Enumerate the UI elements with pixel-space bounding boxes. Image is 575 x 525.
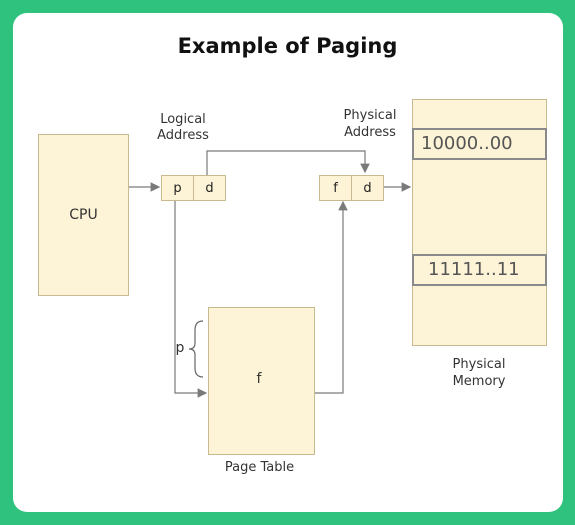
cpu-label: CPU <box>69 207 98 223</box>
page-index-brace <box>188 320 204 378</box>
page-table-box <box>208 307 315 455</box>
logical-offset-cell: d <box>193 175 226 201</box>
memory-last-frame: 11111..11 <box>412 254 547 286</box>
arrow-frame-to-physical <box>315 200 348 394</box>
logical-address-label-line2: Address <box>157 128 209 143</box>
physical-address-label-line1: Physical <box>343 108 397 123</box>
memory-last-address: 11111..11 <box>428 259 520 280</box>
memory-first-address: 10000..00 <box>421 133 513 154</box>
cpu-box <box>38 134 129 296</box>
physical-address-label-line2: Address <box>344 125 396 140</box>
diagram-title: Example of Paging <box>177 34 398 58</box>
logical-address-label-line1: Logical <box>160 112 206 127</box>
arrow-offset-copy <box>206 150 370 175</box>
arrow-page-to-table <box>174 200 208 398</box>
logical-page-cell: p <box>161 175 194 201</box>
physical-memory-label-line1: Physical <box>452 357 506 372</box>
physical-frame-cell: f <box>319 175 352 201</box>
page-index-label: p <box>175 340 185 356</box>
page-table-label: Page Table <box>224 460 295 475</box>
physical-memory-label-line2: Memory <box>452 374 506 389</box>
physical-offset-cell: d <box>351 175 384 201</box>
page-table-entry-label: f <box>256 371 262 387</box>
memory-first-frame: 10000..00 <box>412 128 547 160</box>
